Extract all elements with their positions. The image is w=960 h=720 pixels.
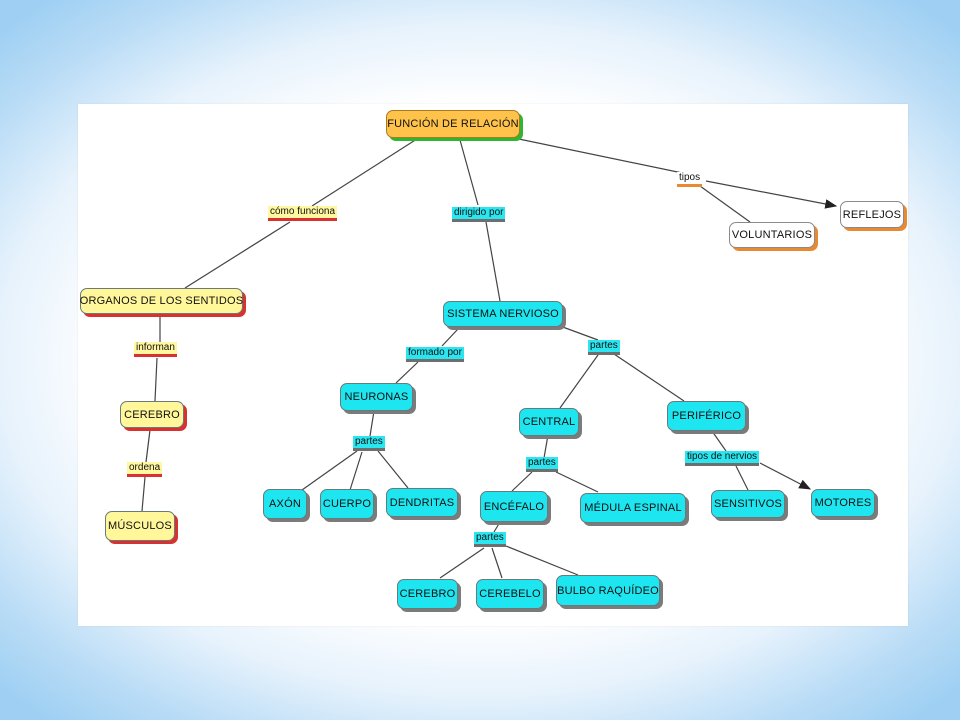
node-encefalo[interactable]: ENCÉFALO xyxy=(480,491,548,522)
node-neuronas[interactable]: NEURONAS xyxy=(340,383,413,411)
node-musculos[interactable]: MÚSCULOS xyxy=(105,511,175,541)
node-central[interactable]: CENTRAL xyxy=(519,408,579,436)
node-cerebelo[interactable]: CEREBELO xyxy=(476,579,544,609)
link-dirigido-por: dirigido por xyxy=(452,207,506,222)
node-reflejos[interactable]: REFLEJOS xyxy=(840,201,904,228)
link-tipos-de-nervios: tipos de nervios xyxy=(685,451,760,466)
link-como-funciona: cómo funciona xyxy=(268,206,338,221)
node-motores[interactable]: MOTORES xyxy=(811,489,875,517)
link-partes-neuronas: partes xyxy=(353,436,385,451)
link-partes-encefalo: partes xyxy=(474,532,506,547)
node-medula-espinal[interactable]: MÉDULA ESPINAL xyxy=(580,493,686,523)
node-cuerpo[interactable]: CUERPO xyxy=(320,489,374,519)
node-sensitivos[interactable]: SENSITIVOS xyxy=(711,490,785,518)
node-organos-de-los-sentidos[interactable]: ORGANOS DE LOS SENTIDOS xyxy=(80,288,243,314)
node-cerebro[interactable]: CEREBRO xyxy=(397,579,458,609)
link-informan: informan xyxy=(134,342,177,357)
node-bulbo-raquideo[interactable]: BULBO RAQUÍDEO xyxy=(556,575,660,606)
node-funcion-de-relacion[interactable]: FUNCIÓN DE RELACIÓN xyxy=(386,110,520,138)
link-formado-por: formado por xyxy=(406,347,464,362)
node-periferico[interactable]: PERIFÉRICO xyxy=(667,401,746,431)
link-partes-central: partes xyxy=(526,457,558,472)
link-partes-sistema: partes xyxy=(588,340,620,355)
link-tipos: tipos xyxy=(677,172,703,187)
node-voluntarios[interactable]: VOLUNTARIOS xyxy=(729,222,815,248)
node-dendritas[interactable]: DENDRITAS xyxy=(386,488,458,517)
link-ordena: ordena xyxy=(127,462,163,477)
node-cerebro-left[interactable]: CEREBRO xyxy=(120,401,184,428)
node-axon[interactable]: AXÓN xyxy=(263,489,307,519)
node-sistema-nervioso[interactable]: SISTEMA NERVIOSO xyxy=(443,301,563,327)
